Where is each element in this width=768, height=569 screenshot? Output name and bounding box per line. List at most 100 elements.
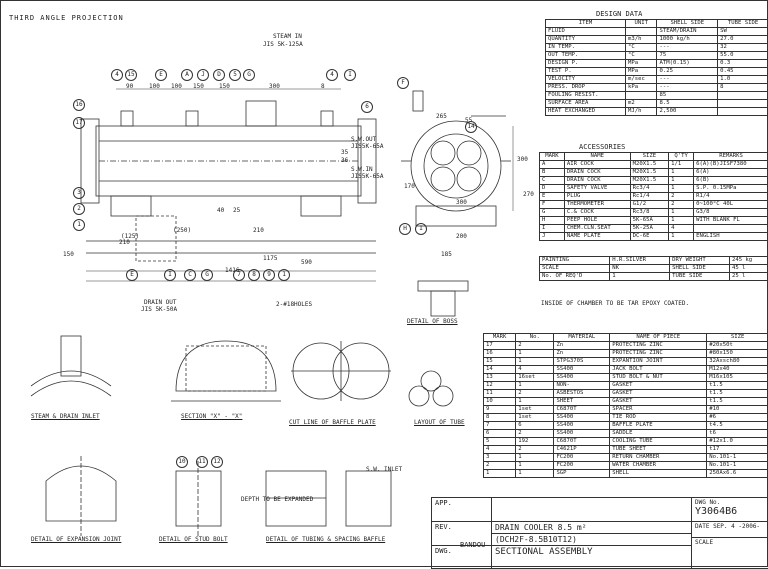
table-cell: PRESS. DROP [546,84,626,92]
table-cell: 8.5 [657,100,718,108]
table-cell: 1.0 [718,76,768,84]
dimension-label: 25 [233,207,240,214]
table-cell [718,92,768,100]
table-header: No. [516,334,554,342]
item-balloon: D [213,69,225,81]
item-balloon: G [201,269,213,281]
table-cell: 2 [484,462,516,470]
table-cell: 6(B) [694,177,768,185]
drawer-name: BANDOU [460,542,485,549]
table-cell: 17 [484,342,516,350]
dimension-label: 90 [126,83,133,90]
dry-weight-value: 245 kg [729,257,768,265]
table-cell: 55.0 [718,52,768,60]
item-balloon: 14 [465,121,477,133]
table-cell: A [540,161,565,169]
table-cell: R1/4 [694,193,768,201]
table-cell: No.101-1 [707,454,768,462]
table-cell: TIE ROD [610,414,707,422]
item-balloon: H [399,223,411,235]
table-cell: 2 [516,390,554,398]
caption-steam-drain: STEAM & DRAIN INLET [31,413,100,420]
item-balloon: 4 [111,69,123,81]
table-cell: 0.45 [718,68,768,76]
table-cell: DC-6E [630,233,669,241]
accessories-title: ACCESSORIES [579,144,625,151]
caption-stud-bolt: DETAIL OF STUD BOLT [159,536,228,543]
dimension-label: 100 [149,83,160,90]
item-balloon: I [415,223,427,235]
table-cell: FC200 [554,462,610,470]
table-cell: 13 [484,374,516,382]
caption-layout-tube: LAYOUT OF TUBE [414,419,465,426]
tube-side-value: 25 l [729,273,768,281]
item-balloon: 9 [263,269,275,281]
table-cell: m3/h [626,36,657,44]
table-row: IN TEMP.°C---32 [546,44,768,52]
table-cell: WATER CHAMBER [610,462,707,470]
table-cell: H [540,217,565,225]
dimension-label: 150 [219,83,230,90]
table-cell: TUBE SHEET [610,446,707,454]
date-label: DATE [695,523,709,530]
caption-tubing: DETAIL OF TUBING & SPACING BAFFLE [266,536,385,543]
table-cell: M12x40 [707,366,768,374]
label-depth-expanded-1: DEPTH TO BE EXPANDED [241,496,313,503]
table-cell: 32 [718,44,768,52]
table-cell: 2 [516,430,554,438]
table-cell: 8 [718,84,768,92]
table-cell: G1/2 [630,201,669,209]
sw-in-spec: JIS5K-65A [351,173,384,180]
title-line-2: (DCH2F-8.5B10T12) [492,534,692,546]
table-cell: HEAT EXCHANGED [546,108,626,116]
table-cell: MPa [626,60,657,68]
table-cell: 5K-65A [630,217,669,225]
table-cell: PROTECTING ZINC [610,342,707,350]
table-cell: 2,500 [657,108,718,116]
dimension-label: (125) [121,233,139,240]
dimension-label: 590 [301,259,312,266]
table-cell: 2 [669,201,694,209]
table-cell: M20X1.5 [630,169,669,177]
table-cell: 85 [657,92,718,100]
table-cell: QUANTITY [546,36,626,44]
table-cell: m/sec [626,76,657,84]
table-cell [626,28,657,36]
item-balloon: E [155,69,167,81]
item-balloon: 5 [229,69,241,81]
dimension-label: 35 [341,149,348,156]
table-cell: Zn [554,350,610,358]
table-cell: SPACER [610,406,707,414]
app-label: APP. [432,498,492,522]
table-cell: BAFFLE PLATE [610,422,707,430]
table-cell: GASKET [610,398,707,406]
table-cell: 1 [484,470,516,478]
caption-detail-boss: DETAIL OF BOSS [407,318,458,325]
dwg-label: DWG. [432,546,492,569]
title-block: APP. REV. DWG. BANDOU DWG No. Y3064B6 DR… [431,497,768,569]
table-cell: SS400 [554,374,610,382]
dimension-label: 185 [441,251,452,258]
table-header: ITEM [546,20,626,28]
table-cell: G [540,209,565,217]
table-cell: PLUG [564,193,630,201]
table-cell: THERMOMETER [564,201,630,209]
table-cell: m2 [626,100,657,108]
table-cell: SS400 [554,366,610,374]
